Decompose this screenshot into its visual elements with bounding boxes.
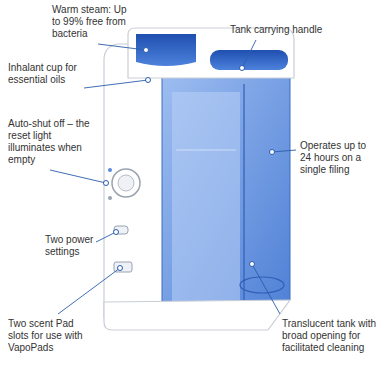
dial-center: [118, 175, 134, 191]
leader-dots: [104, 48, 275, 271]
leader-line: [50, 170, 106, 183]
leader-dot: [104, 181, 109, 186]
setting-mark: [108, 196, 112, 200]
leader-line: [252, 264, 280, 314]
power-switch: [114, 226, 128, 234]
callout-label: Inhalant cup for essential oils: [8, 62, 94, 86]
callout-label: Warm steam: Up to 99% free from bacteria: [52, 4, 132, 40]
tank-edge: [243, 84, 244, 300]
callout-label: Operates up to 24 hours on a single fili…: [300, 140, 380, 176]
leader-dot: [250, 262, 255, 267]
callout-label: Two scent Pad slots for use with VapoPad…: [8, 318, 92, 354]
leader-line: [96, 232, 116, 242]
housing: [104, 44, 166, 318]
leader-dot: [240, 66, 245, 71]
water-line: [176, 150, 236, 151]
water-tank: [162, 76, 290, 312]
callout-label: Translucent tank with broad opening for …: [282, 318, 380, 354]
leader-dot: [114, 230, 119, 235]
leader-dot: [144, 48, 149, 53]
reset-light: [108, 168, 112, 172]
callout-label: Auto-shut off – the reset light illumina…: [8, 118, 96, 166]
leader-line: [98, 44, 146, 50]
top-cap: [128, 28, 294, 78]
leader-line: [272, 150, 296, 152]
leader-line: [58, 268, 120, 314]
callout-label: Tank carrying handle: [230, 24, 350, 36]
leader-line: [84, 80, 148, 88]
leader-lines: [50, 40, 296, 314]
leader-dot: [270, 150, 275, 155]
base: [104, 300, 290, 330]
leader-dot: [118, 266, 123, 271]
leader-line: [242, 40, 256, 68]
inhalant-cup: [136, 34, 196, 66]
power-dial: [112, 169, 140, 197]
tank-opening: [240, 277, 284, 293]
callout-label: Two power settings: [45, 234, 105, 258]
leader-dot: [146, 78, 151, 83]
tank-front-face: [172, 92, 240, 306]
